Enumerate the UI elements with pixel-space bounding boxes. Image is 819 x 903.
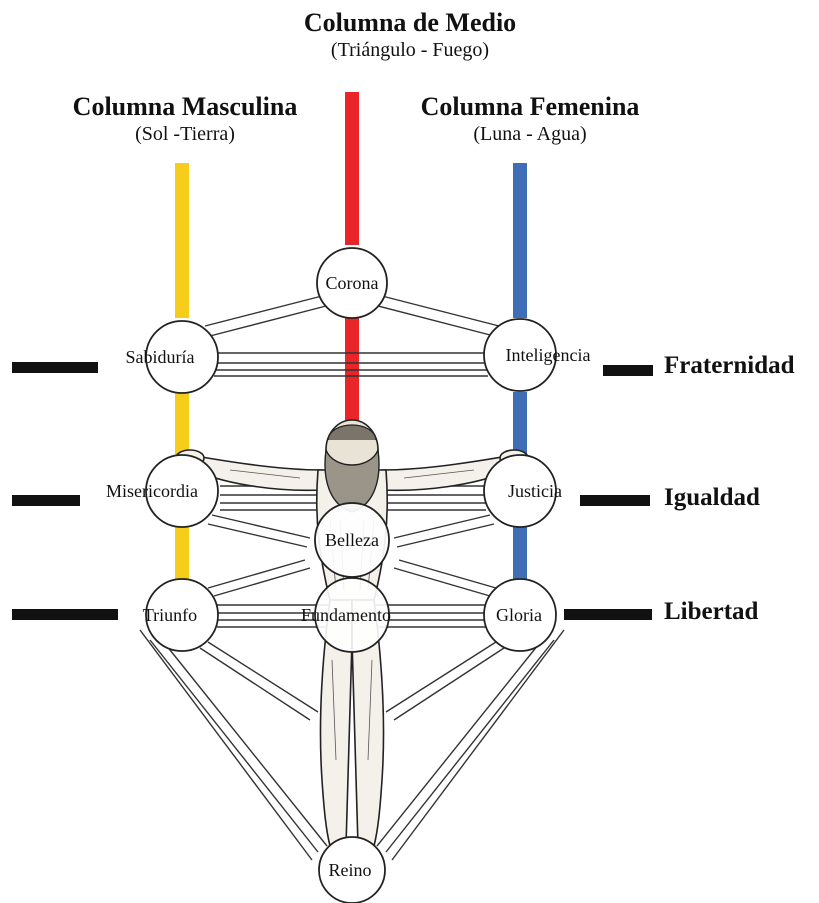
middle-column-title: Columna de Medio [303,8,517,37]
bar-right-libertad [564,609,652,620]
sephira-corona-circle [316,247,388,319]
middle-column-heading: Columna de Medio (Triángulo - Fuego) [210,8,610,62]
sephira-sabiduria-circle [145,320,219,394]
sephira-inteligencia-circle [483,318,557,392]
sephira-justicia-label: Justicia [508,481,562,501]
virtue-libertad-label: Libertad [664,598,759,625]
virtue-fraternidad-label: Fraternidad [664,352,795,379]
sephira-triunfo-label: Triunfo [143,605,197,625]
masculine-column-subtitle: (Sol -Tierra) [135,123,235,145]
middle-column-subtitle: (Triángulo - Fuego) [330,39,490,61]
feminine-pillar-bar-mid [513,392,527,458]
feminine-column-heading: Columna Femenina (Luna - Agua) [370,92,690,146]
sephira-justicia-circle [483,454,557,528]
masculine-pillar-bar [175,163,189,318]
masculine-pillar-bar-mid [175,392,189,458]
feminine-pillar-bar-low [513,524,527,582]
sephira-gloria-circle [483,578,557,652]
paths [139,295,565,861]
feminine-column-title: Columna Femenina [420,92,640,121]
middle-pillar-bar-lower [345,318,359,430]
sephira-inteligencia-label: Inteligencia [506,345,591,365]
feminine-pillar-bar [513,163,527,318]
sephira-sabiduria-label: Sabiduría [126,347,195,367]
masculine-column-heading: Columna Masculina (Sol -Tierra) [20,92,350,146]
feminine-column-subtitle: (Luna - Agua) [473,123,587,145]
bar-right-fraternidad [603,365,653,376]
sephira-misericordia-label: Misericordia [106,481,198,501]
bar-left-sabiduria [12,362,98,373]
bar-left-triunfo [12,609,118,620]
virtue-igualdad-label: Igualdad [664,484,760,511]
sephira-reino-circle [318,836,386,903]
sephira-corona-label: Corona [326,273,379,293]
sephira-misericordia-circle [145,454,219,528]
sephira-reino-label: Reino [329,860,372,880]
sephira-fundamento-circle [314,577,390,653]
sephira-fundamento-label: Fundamento [301,605,391,625]
bar-right-igualdad [580,495,650,506]
sephira-belleza-circle [314,502,390,578]
sephira-gloria-label: Gloria [496,605,542,625]
masculine-column-title: Columna Masculina [72,92,298,121]
sephira-belleza-label: Belleza [325,530,379,550]
middle-pillar-bar [345,92,359,245]
sephira-triunfo-circle [145,578,219,652]
masculine-pillar-bar-low [175,524,189,582]
figure-head [324,419,380,513]
bar-left-misericordia [12,495,80,506]
